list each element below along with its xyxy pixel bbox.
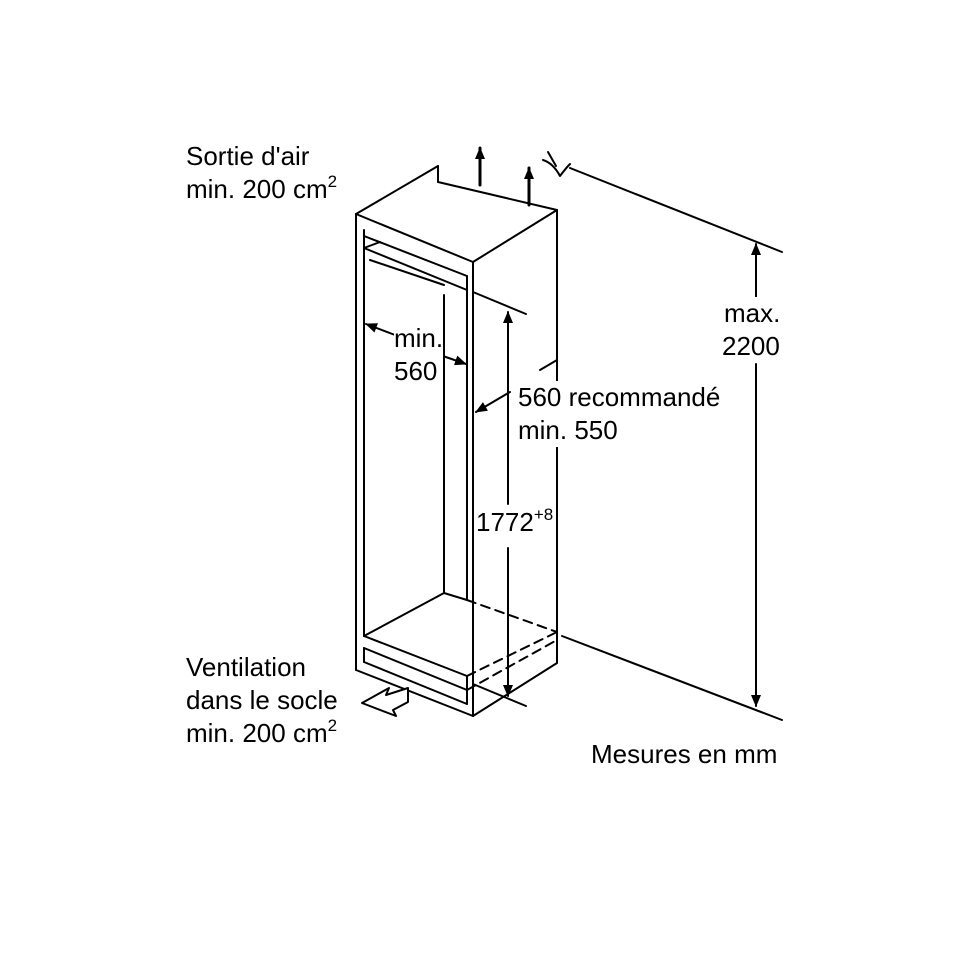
niche-height-dimension [472, 291, 527, 707]
max-height-line2: 2200 [722, 331, 780, 361]
rear-base-dashed [466, 599, 558, 691]
ventilation-line3: min. 200 cm2 [186, 717, 338, 750]
air-outlet-line2: min. 200 cm2 [186, 173, 337, 206]
air-outlet-area: min. 200 cm [186, 174, 328, 204]
air-outlet-arrows [475, 146, 534, 207]
depth-line2: min. 550 [518, 415, 618, 445]
depth-label: 560 recommandé min. 550 [518, 381, 721, 447]
ventilation-area: min. 200 cm [186, 718, 328, 748]
units-label: Mesures en mm [591, 739, 778, 769]
max-height-line1: max. [724, 298, 781, 328]
depth-line1: 560 recommandé [518, 382, 721, 412]
max-height-dimension [561, 167, 783, 721]
inner-width-line1: min. [394, 323, 444, 353]
niche-height-label: 1772+8 [476, 505, 554, 539]
max-height-label: max. 2200 [722, 297, 781, 363]
niche-height-value: 1772 [476, 507, 534, 537]
ventilation-line1: Ventilation [186, 652, 306, 682]
niche-height-tolerance: +8 [533, 505, 554, 524]
air-outlet-label: Sortie d'air min. 200 cm2 [186, 140, 337, 206]
ventilation-line2: dans le socle [186, 685, 338, 715]
depth-dimension [475, 359, 558, 413]
ventilation-label: Ventilation dans le socle min. 200 cm2 [186, 651, 338, 750]
niche-cabinet-outline [355, 165, 558, 717]
inner-width-line2: 560 [394, 356, 438, 386]
inner-width-dimension [365, 323, 467, 366]
ventilation-area-exponent: 2 [327, 716, 338, 735]
top-corner-tick [542, 151, 571, 177]
ventilation-inlet-arrow [361, 687, 409, 717]
air-outlet-line1: Sortie d'air [186, 141, 310, 171]
air-outlet-area-exponent: 2 [327, 172, 338, 191]
inner-width-label: min. 560 [394, 322, 444, 388]
